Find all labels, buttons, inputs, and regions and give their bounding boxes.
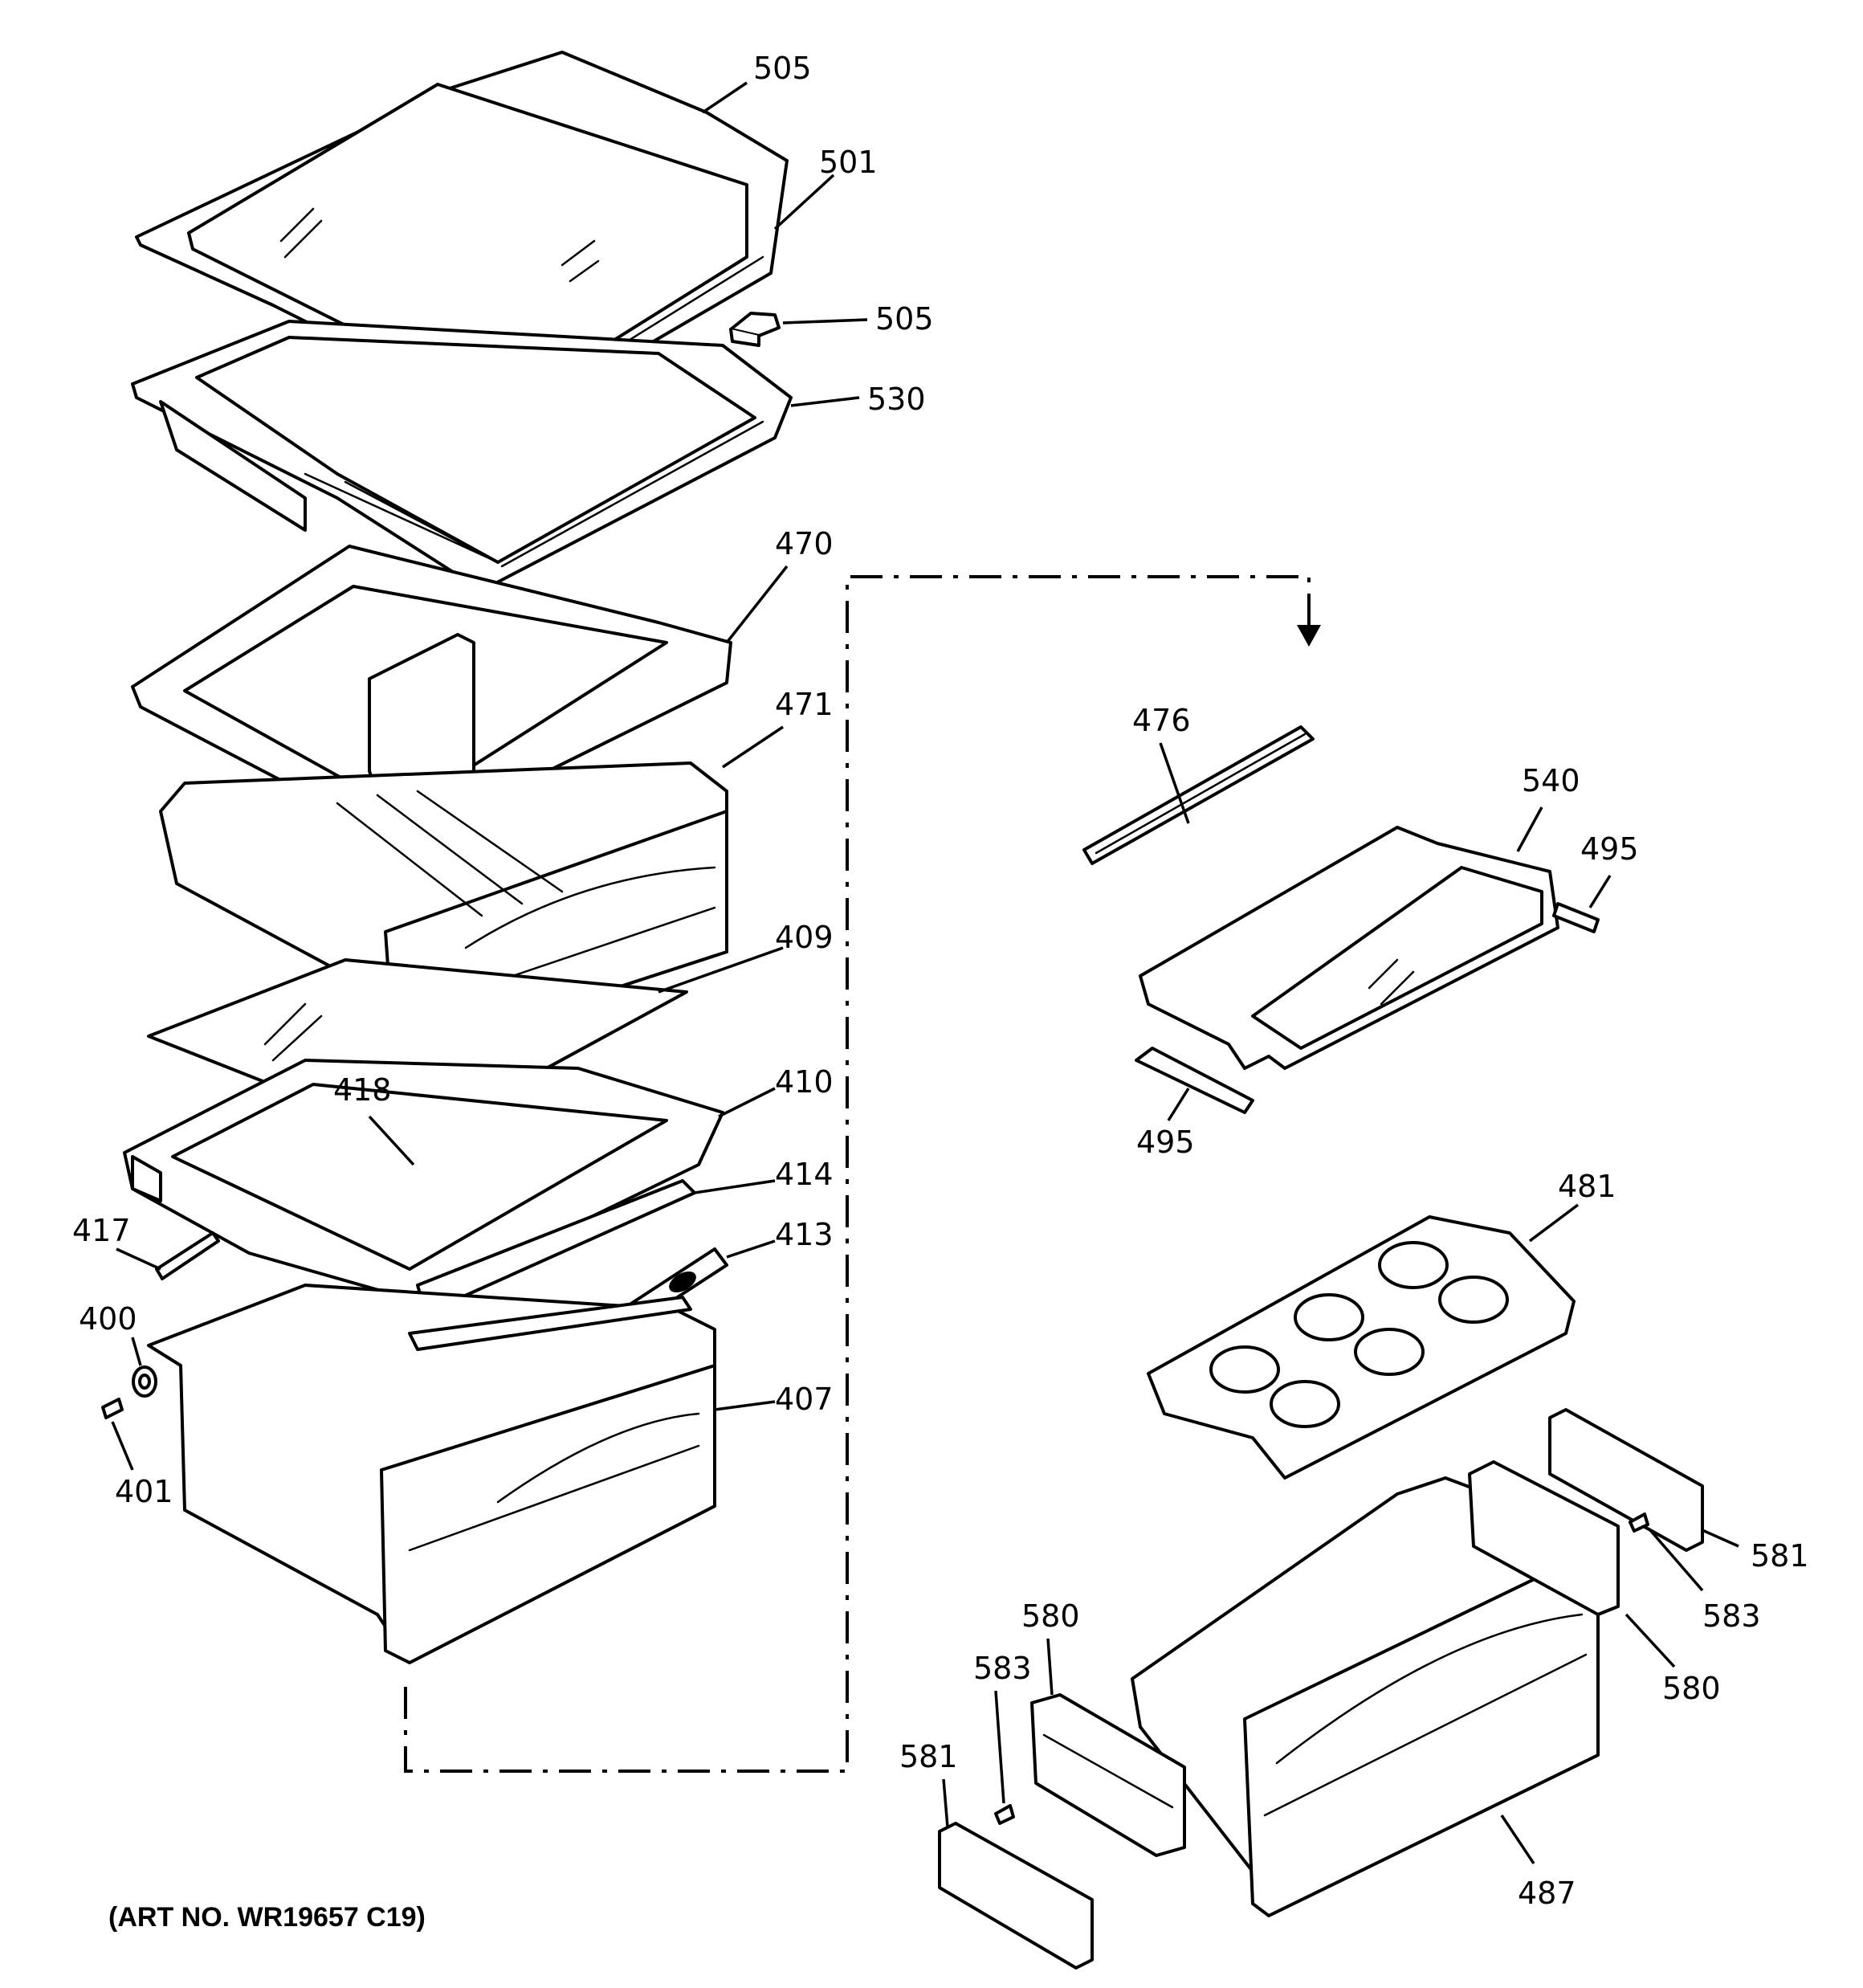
arrow-down-icon <box>1297 625 1321 647</box>
art-number-caption: (ART NO. WR19657 C19) <box>108 1902 426 1933</box>
part-583-screw-right[interactable] <box>1629 1512 1649 1533</box>
label-471: 471 <box>775 687 834 722</box>
part-417-rod[interactable] <box>155 1231 220 1280</box>
part-505-clip-right[interactable] <box>729 312 781 347</box>
label-505-top: 505 <box>753 51 812 86</box>
label-400: 400 <box>79 1301 137 1337</box>
part-583-screw-left[interactable] <box>994 1804 1015 1825</box>
label-414: 414 <box>775 1157 834 1192</box>
label-470: 470 <box>775 526 834 561</box>
label-540: 540 <box>1522 763 1580 798</box>
part-481-egg-tray[interactable] <box>1147 1215 1576 1480</box>
part-labels: 505 501 505 530 470 471 409 418 410 414 … <box>72 51 1809 1911</box>
label-580-left: 580 <box>1021 1598 1080 1634</box>
label-530: 530 <box>867 382 926 417</box>
part-580-bracket-left[interactable] <box>1030 1693 1186 1857</box>
label-505-right: 505 <box>875 301 934 337</box>
part-495-rod-right[interactable] <box>1552 902 1600 933</box>
part-581-cover-left[interactable] <box>938 1822 1094 1970</box>
label-583-left: 583 <box>973 1651 1032 1686</box>
part-530-shelf-frame[interactable] <box>131 320 793 592</box>
label-418: 418 <box>333 1072 392 1108</box>
part-400-knob[interactable] <box>132 1365 157 1398</box>
label-409: 409 <box>775 920 834 955</box>
label-495-left: 495 <box>1136 1125 1195 1160</box>
part-540-tray[interactable] <box>1139 826 1559 1070</box>
label-501: 501 <box>819 145 878 180</box>
label-580-right: 580 <box>1662 1671 1721 1706</box>
part-410-cover-frame[interactable] <box>123 1059 724 1303</box>
part-495-rod-left[interactable] <box>1135 1047 1254 1114</box>
part-580-bracket-right[interactable] <box>1468 1460 1620 1616</box>
label-407: 407 <box>775 1382 834 1417</box>
label-413: 413 <box>775 1217 834 1252</box>
label-476: 476 <box>1132 703 1191 738</box>
label-401: 401 <box>115 1474 173 1509</box>
label-581-right: 581 <box>1751 1538 1809 1574</box>
leader-lines <box>111 81 1739 1864</box>
label-410: 410 <box>775 1064 834 1100</box>
label-583-right: 583 <box>1702 1598 1761 1634</box>
part-470-cover-frame[interactable] <box>131 545 732 845</box>
reference-dashed-line <box>404 575 1311 1773</box>
label-481: 481 <box>1558 1169 1616 1204</box>
part-407-crisper-drawer[interactable] <box>147 1284 716 1664</box>
label-487: 487 <box>1518 1876 1576 1911</box>
part-401-screw[interactable] <box>101 1398 124 1419</box>
part-581-cover-right[interactable] <box>1548 1408 1704 1552</box>
label-581-left: 581 <box>899 1739 958 1774</box>
label-495-right: 495 <box>1580 831 1639 867</box>
part-476-rail[interactable] <box>1082 725 1315 865</box>
label-417: 417 <box>72 1213 131 1248</box>
